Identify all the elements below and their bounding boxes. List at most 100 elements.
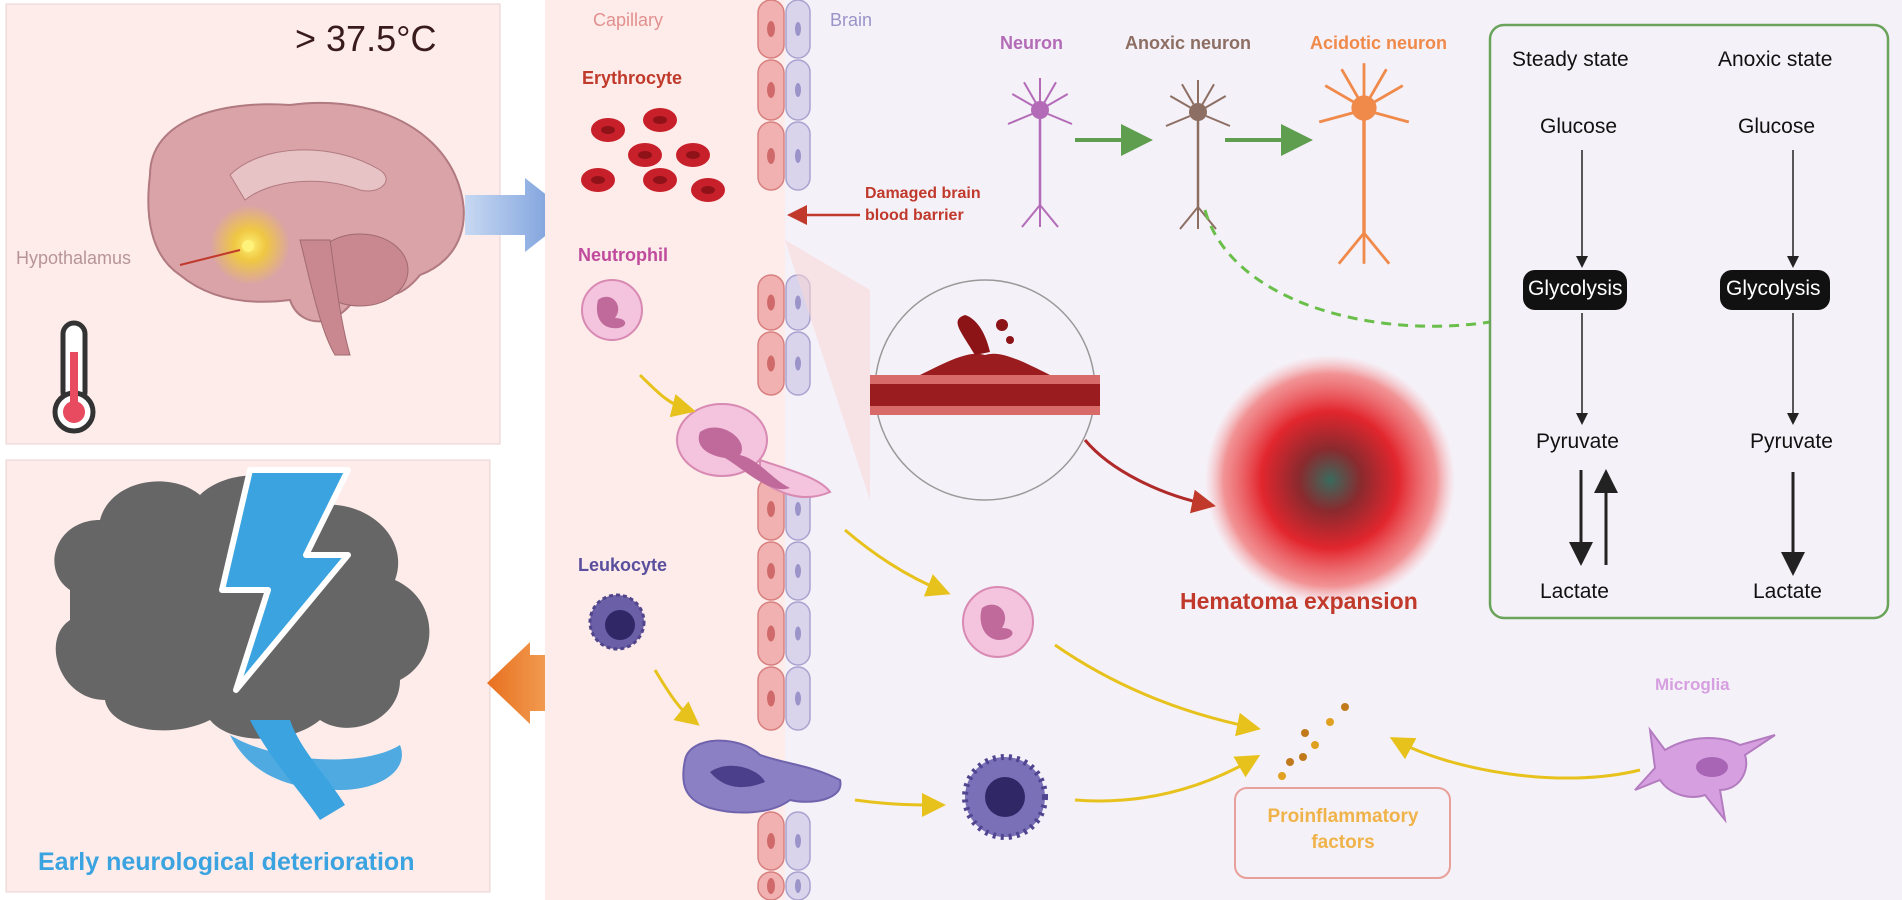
neuron-dendrite (1197, 95, 1227, 113)
erythrocyte-center (601, 126, 615, 134)
neuron-dendrite (1039, 93, 1069, 111)
vessel-rupture-inset (870, 279, 1100, 501)
neuron-dendrite (1039, 81, 1057, 111)
capillary-label: Capillary (593, 10, 664, 30)
anoxic-glucose-label: Glucose (1738, 115, 1816, 138)
gray-brain-illustration (54, 475, 430, 820)
axon-terminal (1021, 204, 1041, 228)
cytokine-dot (1326, 718, 1334, 726)
cytokine-particles (1278, 703, 1349, 780)
temperature-label: > 37.5°C (295, 18, 437, 59)
neuron-dendrite (1181, 83, 1199, 113)
axon-terminal (1179, 206, 1199, 230)
lightning-bolt-icon (219, 467, 351, 693)
neutrophil-to-factors-arrow (1054, 643, 1261, 737)
neuron-dendrite (1007, 113, 1033, 125)
microglia-label: Microglia (1655, 675, 1730, 694)
factors-label-line1: Proinflammatory (1267, 806, 1419, 827)
bbb-label-line1: Damaged brain (865, 185, 981, 202)
endothelial-nucleus (767, 878, 775, 894)
brain-cell-nucleus (795, 564, 801, 578)
erythrocyte-cluster (581, 108, 725, 202)
brain-cell-nucleus (795, 22, 801, 36)
neuron-dendrite (1169, 95, 1199, 113)
brain-cell-nucleus (795, 834, 801, 848)
hypothalamus-label: Hypothalamus (16, 248, 132, 268)
cytokine-dot (1278, 772, 1286, 780)
anoxic-glycolysis-label: Glycolysis (1726, 277, 1821, 300)
rupture-to-hematoma-arrow (1083, 439, 1216, 514)
vessel-wall (757, 0, 811, 900)
axon-terminal (1362, 232, 1391, 265)
microglia-cell (1634, 726, 1776, 824)
steady-lactate-label: Lactate (1540, 580, 1609, 603)
anoxic-lactate-label: Lactate (1753, 580, 1822, 603)
neuron-dendrite (1340, 68, 1366, 109)
endothelial-nucleus (767, 501, 775, 517)
endothelial-nucleus (767, 563, 775, 579)
brain-cell-nucleus (795, 502, 801, 516)
anoxic-pyruvate-label: Pyruvate (1750, 430, 1833, 453)
endothelial-nucleus (767, 294, 775, 311)
cytokine-dot (1311, 741, 1319, 749)
neuron-dendrite (1318, 110, 1357, 124)
endothelial-nucleus (767, 355, 775, 372)
brain-cell-nucleus (795, 356, 801, 371)
neuron-dendrite (1324, 84, 1365, 110)
neutrophil-migration-arrow-1 (638, 373, 696, 418)
endothelial-nucleus (767, 21, 775, 37)
brain-cell-nucleus (795, 691, 801, 706)
endothelial-nucleus (767, 833, 775, 849)
erythrocyte-center (686, 151, 700, 159)
anoxic-neuron-label: Anoxic neuron (1125, 33, 1252, 53)
cytokine-dot (1301, 729, 1309, 737)
brain-cell-nucleus (795, 879, 801, 893)
leukocyte-label: Leukocyte (578, 555, 668, 575)
erythrocyte-center (653, 176, 667, 184)
acidotic-neuron (1318, 63, 1410, 265)
steady-glycolysis-pill (1523, 270, 1627, 310)
neuron-dendrite (1363, 84, 1404, 110)
neuron-progression (1007, 63, 1410, 265)
outcome-label: Early neurological deterioration (38, 848, 415, 876)
brain-cell-nucleus (795, 295, 801, 310)
neuron-dendrite (1362, 68, 1388, 109)
leukocyte-cell (588, 593, 646, 651)
neuron-dendrite (1011, 93, 1041, 111)
factors-label-line2: factors (1311, 832, 1375, 853)
brain-cell-nucleus (795, 83, 801, 97)
microglia-to-factors-arrow (1389, 737, 1641, 780)
brain-cell-nucleus (795, 149, 801, 163)
anoxic-state-title: Anoxic state (1718, 48, 1833, 71)
neuron-dendrite (1371, 110, 1410, 124)
brain-label: Brain (830, 10, 873, 30)
leukocyte-migration-arrow-1 (653, 669, 700, 726)
axon-terminal (1039, 204, 1059, 228)
neuron-dendrite (1205, 115, 1231, 127)
cytokine-dot (1299, 753, 1307, 761)
steady-pyruvate-label: Pyruvate (1536, 430, 1619, 453)
neutrophil-in-brain (962, 586, 1034, 658)
neutrophil-cell (581, 279, 643, 341)
healthy-neuron (1007, 78, 1073, 228)
zoom-cone (785, 240, 870, 500)
steady-glycolysis-label: Glycolysis (1528, 277, 1623, 300)
hematoma-blob (1205, 355, 1455, 605)
endothelial-nucleus (767, 148, 775, 164)
brain-cell-nucleus (795, 626, 801, 641)
cytokine-dot (1341, 703, 1349, 711)
erythrocyte-center (701, 186, 715, 194)
cytokine-dot (1286, 758, 1294, 766)
leukocyte-transmigrating (682, 739, 842, 814)
neuron-dendrite (1047, 113, 1073, 125)
brain-sagittal-illustration (147, 101, 465, 356)
leukocyte-migration-arrow-2 (854, 792, 946, 817)
endothelial-nucleus (767, 690, 775, 707)
activated-leukocyte (962, 754, 1048, 840)
erythrocyte-center (591, 176, 605, 184)
metabolism-box (1488, 23, 1890, 620)
neutrophil-transmigrating (676, 403, 832, 498)
erythrocyte-center (638, 151, 652, 159)
